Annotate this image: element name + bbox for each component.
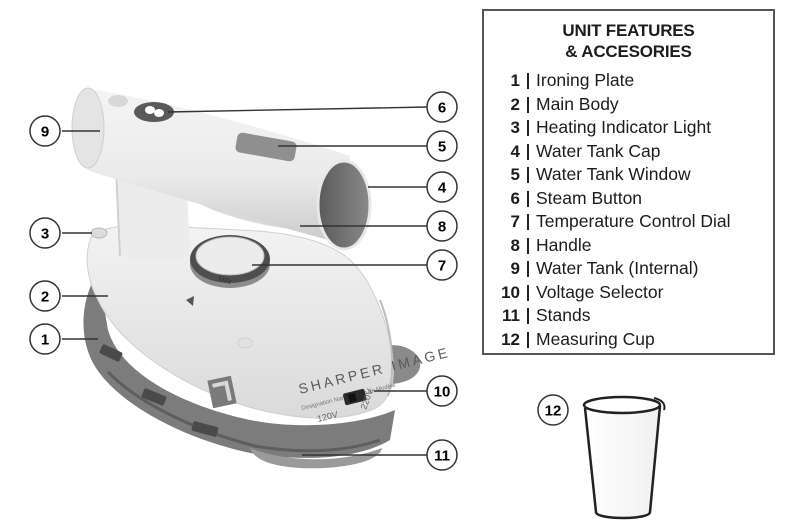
callout-5: 5 xyxy=(426,130,458,162)
legend-item: 7 Temperature Control Dial xyxy=(484,210,773,234)
heating-indicator-light xyxy=(90,227,108,239)
legend-divider xyxy=(527,190,529,207)
callout-8: 8 xyxy=(426,210,458,242)
legend-list: 1 Ironing Plate 2 Main Body 3 Heating Indic… xyxy=(484,69,773,351)
legend-item: 4 Water Tank Cap xyxy=(484,140,773,164)
legend-item-label: Voltage Selector xyxy=(536,281,664,302)
brand-logo xyxy=(207,375,237,409)
voltage-120-label: 120V xyxy=(316,409,339,424)
callout-1: 1 xyxy=(29,323,61,355)
legend-divider xyxy=(527,96,529,113)
legend-divider xyxy=(527,73,529,89)
legend-item-label: Water Tank Cap xyxy=(536,140,661,161)
legend-item-label: Water Tank Window xyxy=(536,164,691,184)
legend-item: 6 Steam Button xyxy=(484,187,773,211)
legend-item-number: 5 xyxy=(510,165,520,184)
features-legend: UNIT FEATURES & ACCESORIES 1 Ironing Plat… xyxy=(482,9,775,355)
legend-item-number: 1 xyxy=(510,71,520,90)
legend-divider xyxy=(527,261,529,277)
callout-9: 9 xyxy=(29,115,61,147)
svg-text:3: 3 xyxy=(41,226,49,243)
legend-item: 10 Voltage Selector xyxy=(484,281,773,305)
water-tank-cap[interactable] xyxy=(318,161,370,249)
legend-item: 11 Stands xyxy=(484,304,773,328)
callout-12: 12 xyxy=(537,394,569,426)
legend-item-number: 12 xyxy=(501,329,520,349)
legend-divider xyxy=(527,284,529,301)
callout-7: 7 xyxy=(426,249,458,281)
svg-text:10: 10 xyxy=(434,384,451,401)
legend-item: 3 Heating Indicator Light xyxy=(484,116,773,140)
callout-10: 10 xyxy=(426,375,458,407)
svg-text:4: 4 xyxy=(438,180,447,197)
callout-3: 3 xyxy=(29,217,61,249)
svg-text:5: 5 xyxy=(438,139,446,156)
legend-item-number: 11 xyxy=(502,306,520,325)
legend-divider xyxy=(527,214,529,230)
svg-text:1: 1 xyxy=(41,332,49,349)
legend-item: 9 Water Tank (Internal) xyxy=(484,257,773,281)
legend-divider xyxy=(527,308,529,324)
legend-item-number: 4 xyxy=(510,141,520,161)
legend-item-label: Heating Indicator Light xyxy=(536,117,712,137)
callout-4: 4 xyxy=(426,171,458,203)
svg-text:2: 2 xyxy=(41,289,49,306)
legend-divider xyxy=(527,167,529,183)
legend-item-number: 9 xyxy=(510,259,520,278)
callout-2: 2 xyxy=(29,280,61,312)
legend-item-number: 10 xyxy=(501,282,520,302)
legend-item: 8 Handle xyxy=(484,234,773,258)
legend-divider xyxy=(527,120,529,136)
legend-item: 2 Main Body xyxy=(484,93,773,117)
legend-item: 12 Measuring Cup xyxy=(484,328,773,352)
legend-item-number: 8 xyxy=(510,235,520,255)
svg-text:7: 7 xyxy=(438,258,446,275)
callout-6: 6 xyxy=(426,91,458,123)
water-tank-internal xyxy=(71,87,105,169)
ironing-plate xyxy=(83,272,395,458)
callout-lines xyxy=(62,106,428,456)
legend-item: 1 Ironing Plate xyxy=(484,69,773,93)
legend-item-number: 2 xyxy=(510,94,520,114)
temperature-control-dial[interactable]: MIN xyxy=(190,235,270,288)
legend-item-label: Steam Button xyxy=(536,187,643,208)
legend-item-number: 3 xyxy=(510,118,520,137)
legend-item-label: Water Tank (Internal) xyxy=(536,258,699,278)
handle xyxy=(76,90,350,246)
svg-text:9: 9 xyxy=(41,124,49,141)
legend-item-label: Ironing Plate xyxy=(536,70,635,90)
legend-item: 5 Water Tank Window xyxy=(484,163,773,187)
legend-divider xyxy=(527,237,529,254)
legend-item-label: Stands xyxy=(536,305,591,325)
legend-title-line2: & ACCESORIES xyxy=(565,42,692,61)
callout-11: 11 xyxy=(426,439,458,471)
svg-text:6: 6 xyxy=(438,100,446,117)
legend-title-line1: UNIT FEATURES xyxy=(562,21,695,40)
steam-button[interactable] xyxy=(134,102,174,122)
voltage-selector[interactable] xyxy=(343,388,367,406)
svg-text:12: 12 xyxy=(545,403,562,420)
measuring-cup xyxy=(582,395,666,520)
water-tank-window xyxy=(235,132,297,162)
legend-item-number: 6 xyxy=(510,188,520,208)
legend-divider xyxy=(527,143,529,160)
svg-text:11: 11 xyxy=(434,448,450,465)
svg-text:8: 8 xyxy=(438,219,446,236)
legend-item-number: 7 xyxy=(510,212,520,231)
legend-item-label: Handle xyxy=(536,234,592,255)
dial-min-label: MIN xyxy=(217,275,231,286)
legend-item-label: Temperature Control Dial xyxy=(536,211,731,231)
legend-item-label: Main Body xyxy=(536,93,619,114)
legend-divider xyxy=(527,331,529,348)
legend-item-label: Measuring Cup xyxy=(536,328,655,349)
base-vents xyxy=(99,344,219,437)
